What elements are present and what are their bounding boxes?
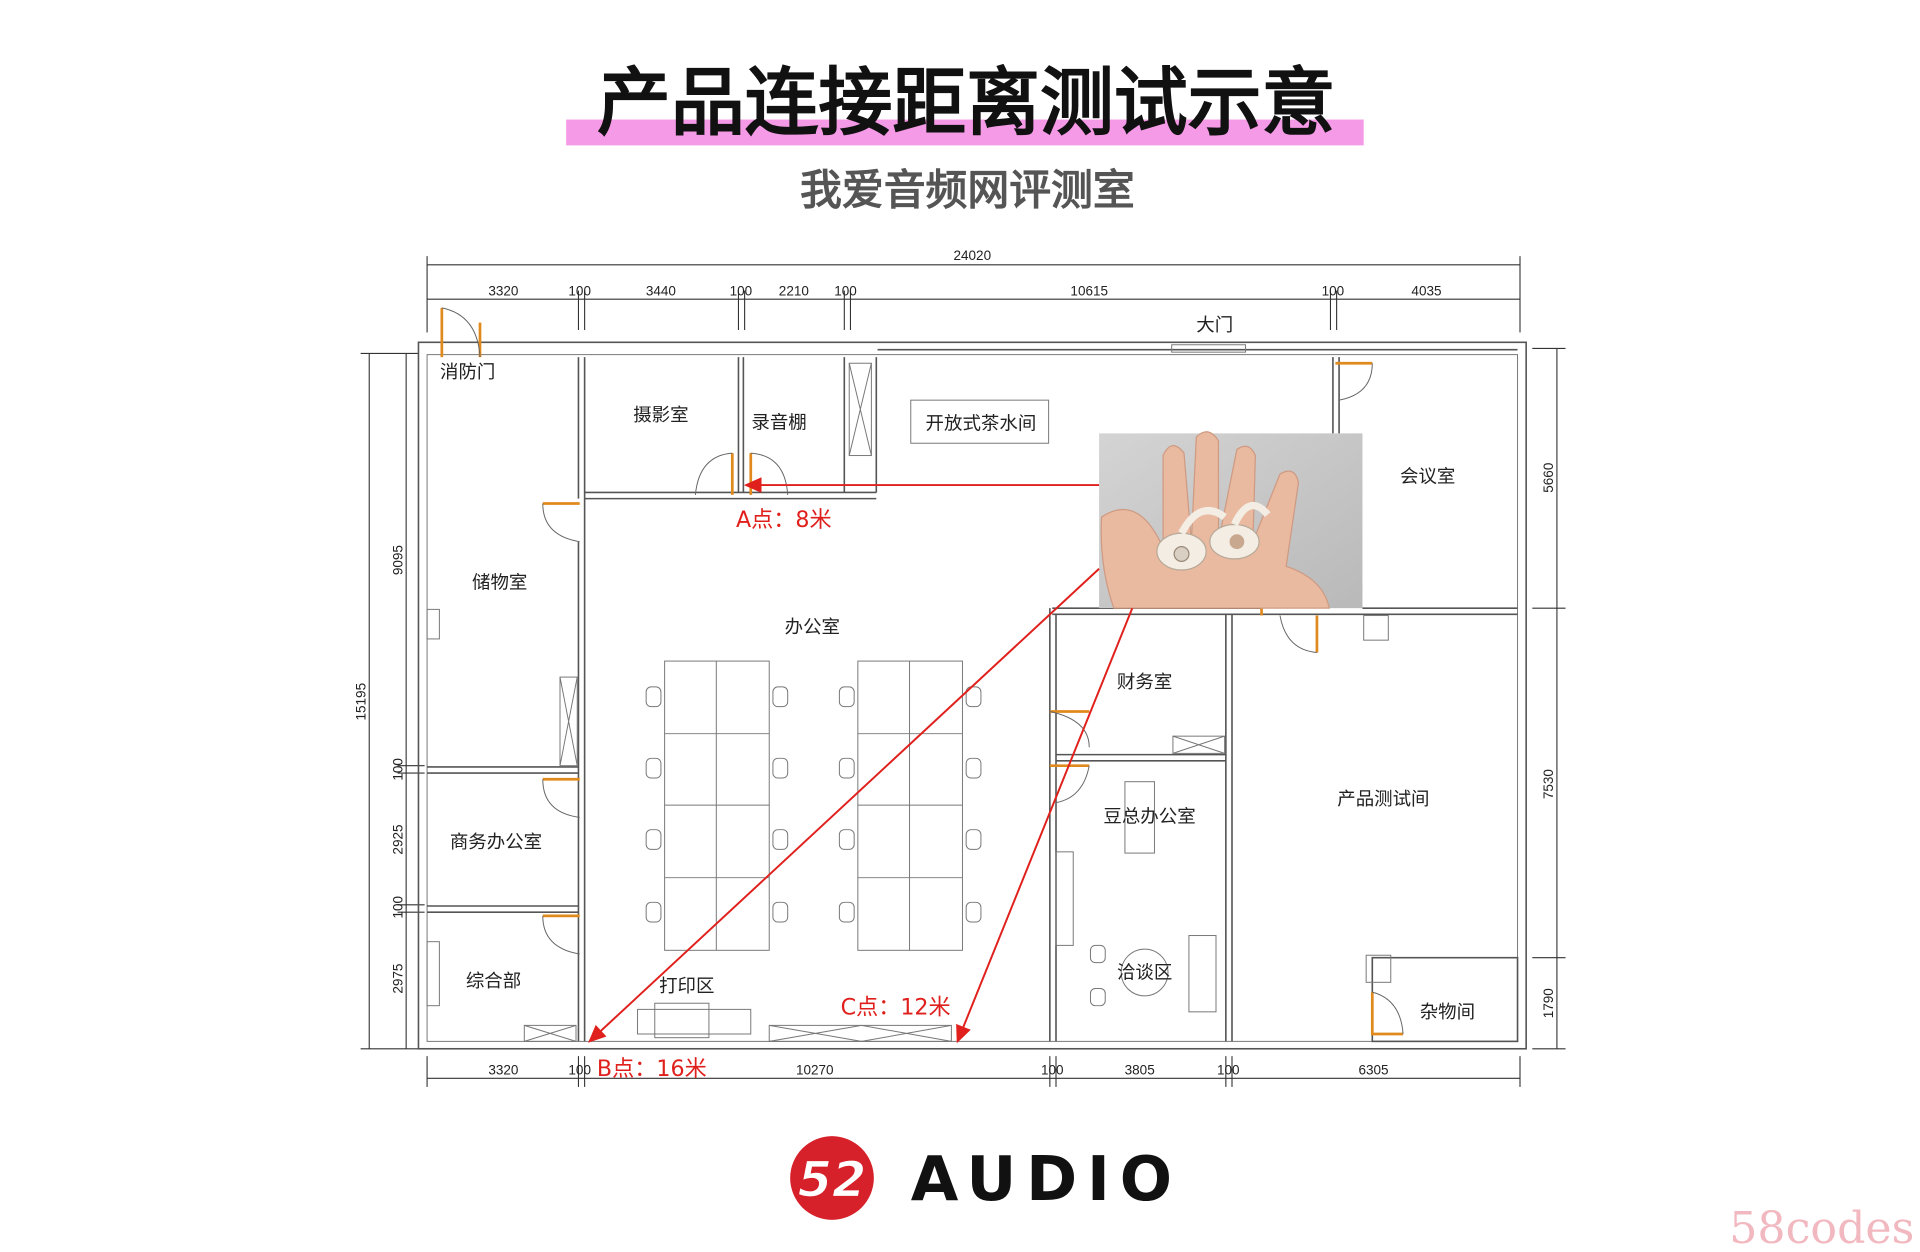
dimension-lines [360, 256, 1566, 1087]
room-label-meeting-room: 会议室 [1400, 467, 1455, 488]
earbuds-photo [1099, 431, 1363, 609]
dim-left: 100 [390, 896, 405, 919]
room-label-meeting-area: 洽谈区 [1117, 963, 1172, 984]
point-b-label: B点：16米 [597, 1056, 707, 1082]
dim-right: 7530 [1541, 769, 1556, 799]
logo-mark: 52 [798, 1150, 867, 1208]
dim-bottom: 3805 [1125, 1063, 1155, 1078]
room-label-office: 办公室 [785, 617, 840, 638]
walls [417, 341, 1527, 1050]
dim-left: 2975 [390, 964, 405, 994]
test-arrows [588, 477, 1134, 1044]
dim-total-width: 24020 [954, 248, 992, 263]
logo-text: AUDIO [911, 1143, 1182, 1215]
room-label-storage: 储物室 [472, 572, 527, 593]
point-c-label: C点：12米 [841, 994, 951, 1020]
tea-room-label-box [910, 399, 1050, 444]
doors [440, 307, 1404, 1036]
room-label-photo-studio: 摄影室 [633, 405, 688, 426]
room-label-general-dept: 综合部 [466, 971, 521, 992]
dim-right: 5660 [1541, 463, 1556, 493]
dim-left-total: 15195 [354, 683, 369, 721]
page-title: 产品连接距离测试示意 [597, 60, 1335, 146]
page-subtitle: 我爱音频网评测室 [800, 165, 1135, 214]
dim-bottom: 6305 [1358, 1063, 1388, 1078]
dim-bottom: 100 [1041, 1063, 1064, 1078]
dim-top: 3320 [488, 284, 518, 299]
dim-bottom: 100 [568, 1063, 591, 1078]
room-label-print-area: 打印区 [659, 976, 714, 997]
office-desks [645, 660, 1106, 1007]
room-label-finance: 财务室 [1117, 672, 1172, 693]
dim-top: 2210 [779, 284, 809, 299]
dim-top: 100 [568, 284, 591, 299]
room-label-business-office: 商务办公室 [450, 832, 542, 853]
watermark: 58codes [1729, 1203, 1914, 1252]
arrow-point-c [956, 607, 1134, 1044]
dim-bottom: 3320 [488, 1063, 518, 1078]
point-a-label: A点：8米 [736, 507, 832, 533]
52audio-logo: 52 AUDIO [790, 1136, 1182, 1220]
dim-top: 100 [730, 284, 753, 299]
room-label-recording-booth: 录音棚 [751, 412, 806, 433]
title-highlight [566, 119, 1364, 146]
dim-bottom: 10270 [796, 1063, 834, 1078]
dim-top: 4035 [1411, 284, 1441, 299]
dim-top: 100 [834, 284, 857, 299]
dim-top: 3440 [646, 284, 676, 299]
dim-top: 10615 [1070, 284, 1108, 299]
room-label-main-door: 大门 [1196, 315, 1233, 336]
room-label-product-test-room: 产品测试间 [1337, 789, 1429, 810]
dim-right: 1790 [1541, 988, 1556, 1018]
dim-left: 9095 [390, 545, 405, 575]
room-label-tea-room: 开放式茶水间 [926, 414, 1037, 435]
room-label-utility-room: 杂物间 [1420, 1002, 1475, 1023]
dim-bottom: 100 [1217, 1063, 1240, 1078]
arrow-point-b [588, 568, 1100, 1043]
dim-left: 100 [390, 758, 405, 781]
dim-left: 2925 [390, 824, 405, 854]
dim-top: 100 [1322, 284, 1345, 299]
room-label-manager-office: 豆总办公室 [1103, 806, 1195, 827]
room-label-fire-door: 消防门 [440, 362, 495, 383]
